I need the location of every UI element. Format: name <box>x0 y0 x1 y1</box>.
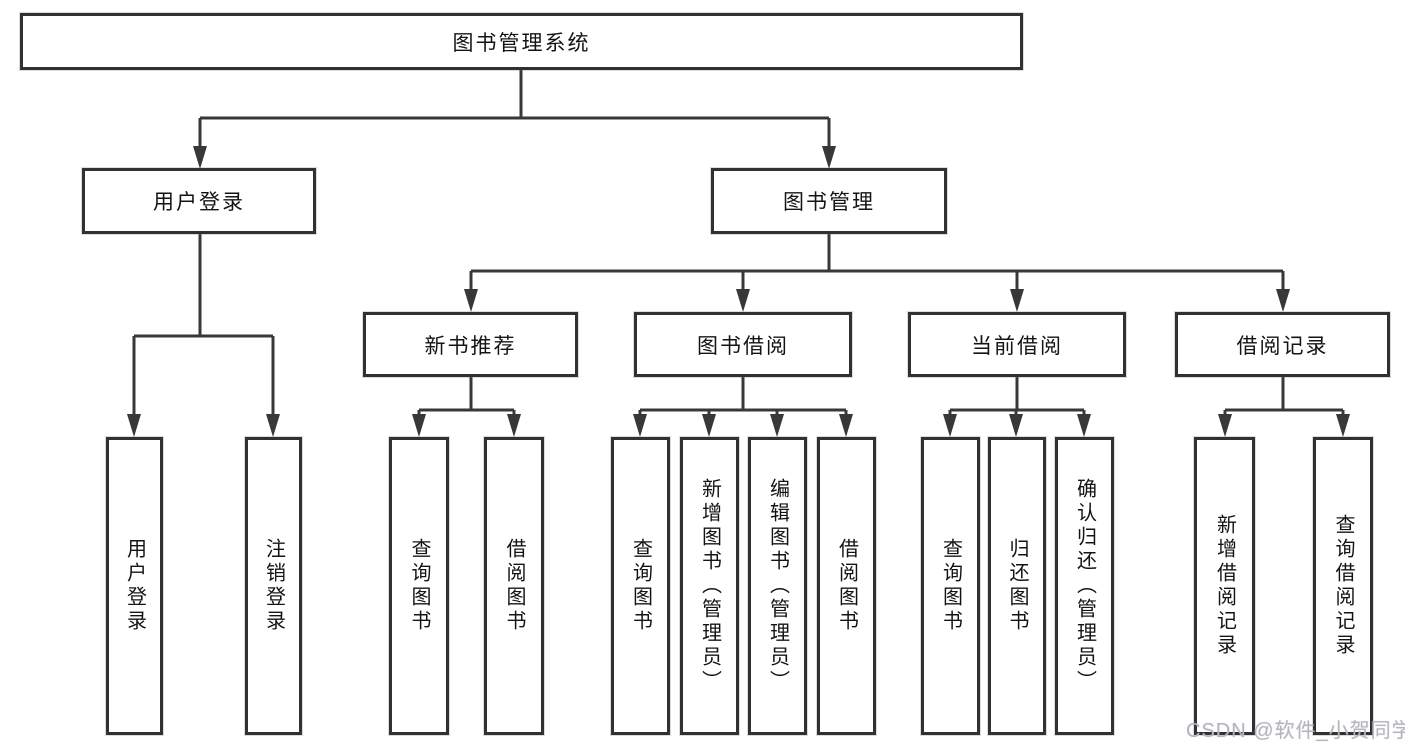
node-borrow-records: 借阅记录 <box>1175 312 1390 377</box>
node-label: 用户登录 <box>153 191 245 214</box>
leaf-label: 查询借阅记录 <box>1332 514 1354 658</box>
node-root-library-management-system: 图书管理系统 <box>20 13 1023 70</box>
leaf-label: 用户登录 <box>123 538 146 634</box>
leaf-query-books-recommend: 查询图书 <box>389 437 449 735</box>
leaf-return-books: 归还图书 <box>988 437 1046 735</box>
leaf-label: 新增借阅记录 <box>1213 514 1236 658</box>
leaf-borrow-books-recommend: 借阅图书 <box>484 437 544 735</box>
leaf-label: 借阅图书 <box>835 538 858 634</box>
leaf-user-login: 用户登录 <box>106 437 163 735</box>
node-new-book-recommend: 新书推荐 <box>363 312 578 377</box>
leaf-label: 查询图书 <box>939 538 962 634</box>
leaf-query-books-current: 查询图书 <box>921 437 980 735</box>
leaf-add-books-admin: 新增图书（管理员） <box>680 437 739 735</box>
leaf-confirm-return-admin: 确认归还（管理员） <box>1055 437 1114 735</box>
leaf-borrow-books: 借阅图书 <box>817 437 876 735</box>
csdn-watermark: CSDN @软件_小贺同学 <box>1186 720 1405 742</box>
node-book-management: 图书管理 <box>711 168 947 234</box>
leaf-label: 查询图书 <box>408 538 430 634</box>
leaf-add-borrow-record: 新增借阅记录 <box>1194 437 1255 735</box>
leaf-label: 借阅图书 <box>503 538 525 634</box>
node-label: 借阅记录 <box>1236 334 1329 358</box>
node-user-login: 用户登录 <box>82 168 316 234</box>
leaf-label: 编辑图书（管理员） <box>766 478 789 694</box>
leaf-edit-books-admin: 编辑图书（管理员） <box>748 437 807 735</box>
node-label: 图书管理系统 <box>452 31 591 55</box>
leaf-label: 新增图书（管理员） <box>698 478 721 694</box>
node-label: 新书推荐 <box>424 334 517 358</box>
node-label: 图书管理 <box>783 191 875 214</box>
node-label: 当前借阅 <box>971 334 1063 358</box>
node-label: 图书借阅 <box>697 334 789 358</box>
node-book-borrow: 图书借阅 <box>634 312 852 377</box>
node-current-borrow: 当前借阅 <box>908 312 1126 377</box>
leaf-query-books-borrow: 查询图书 <box>611 437 670 735</box>
leaf-label: 确认归还（管理员） <box>1073 478 1096 694</box>
leaf-logout: 注销登录 <box>245 437 302 735</box>
leaf-label: 查询图书 <box>629 538 652 634</box>
leaf-label: 注销登录 <box>262 538 285 634</box>
leaf-query-borrow-record: 查询借阅记录 <box>1313 437 1373 735</box>
leaf-label: 归还图书 <box>1006 538 1028 634</box>
